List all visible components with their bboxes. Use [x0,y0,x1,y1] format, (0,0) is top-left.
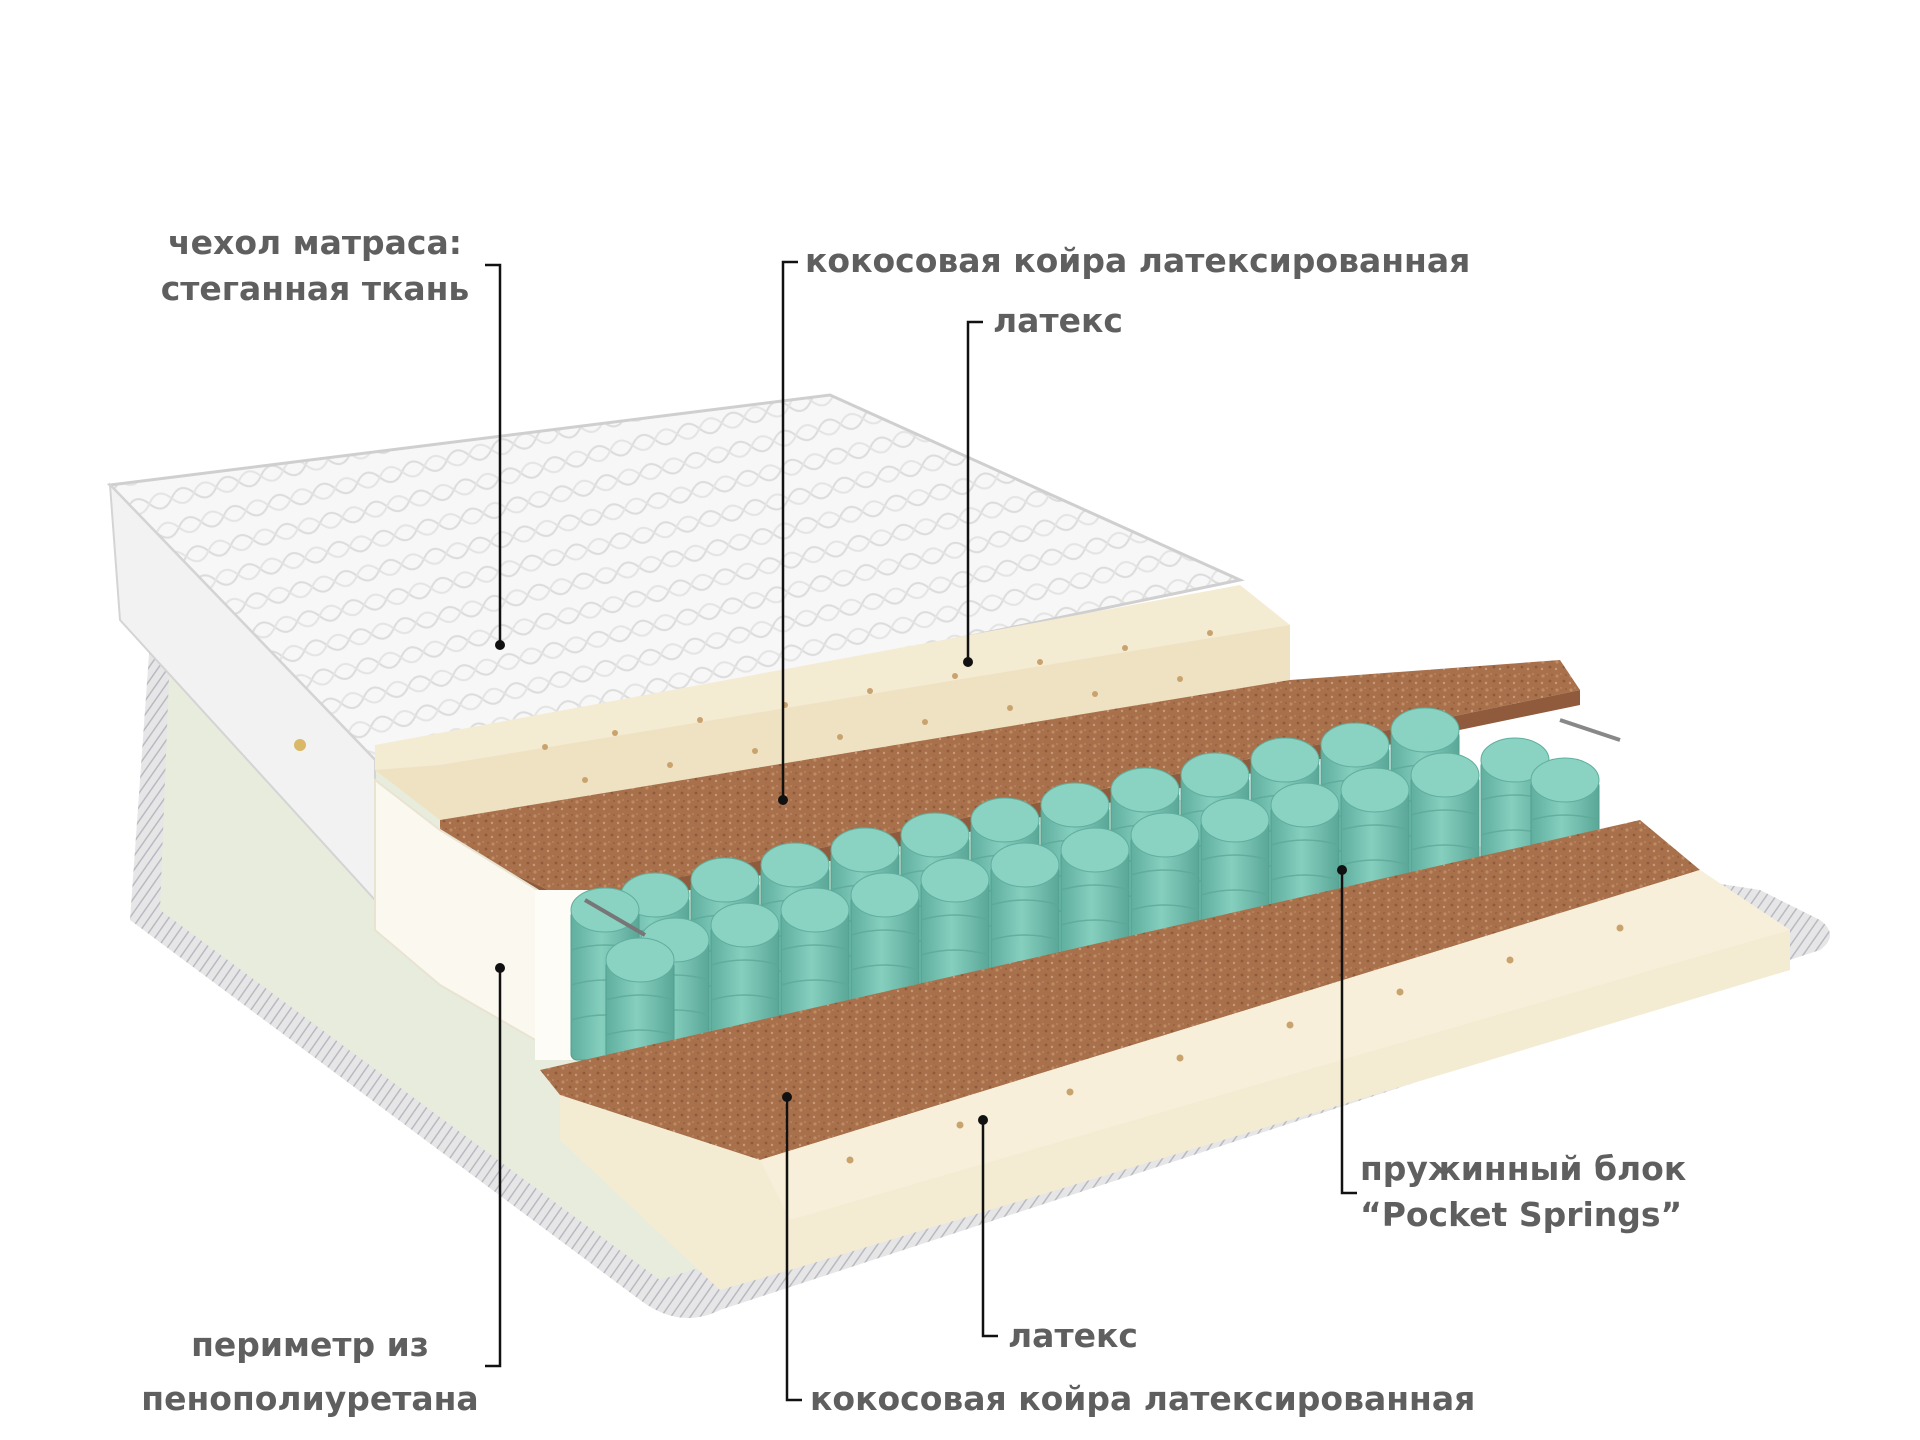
latex-holes-bottom [846,924,1624,1164]
label-spring-block: пружинный блок “Pocket Springs” [1360,1146,1687,1238]
label-perimeter-line1: периметр из [191,1325,429,1364]
label-spring-block-line1: пружинный блок [1360,1149,1687,1188]
label-spring-block-line2: “Pocket Springs” [1360,1195,1683,1234]
leader-latex-bottom [981,1120,998,1338]
leader-perimeter [485,968,502,1368]
label-latex-top: латекс [993,301,1123,340]
latex-holes-top [542,630,1213,783]
label-cover-line2: стеганная ткань [160,269,470,308]
coir-bottom-layer [540,820,1700,1160]
label-coir-top: кокосовая койра латексированная [805,241,1471,280]
label-coir-bottom: кокосовая койра латексированная [810,1379,1476,1418]
label-cover-line1: чехол матраса: [168,223,462,262]
leader-coir-top [781,260,798,800]
label-cover: чехол матраса: стеганная ткань [150,220,480,312]
leader-dots [495,640,1347,1125]
leader-spring-block [1340,870,1357,1195]
label-perimeter: периметр из пенополиуретана [140,1318,480,1426]
label-latex-bottom: латекс [1008,1316,1138,1355]
leader-cover [485,263,502,645]
leader-latex-top [966,320,983,662]
leader-lines [485,260,1357,1402]
leader-coir-bottom [785,1097,802,1402]
coir-top-layer [440,660,1580,900]
label-perimeter-line2: пенополиуретана [141,1379,479,1418]
